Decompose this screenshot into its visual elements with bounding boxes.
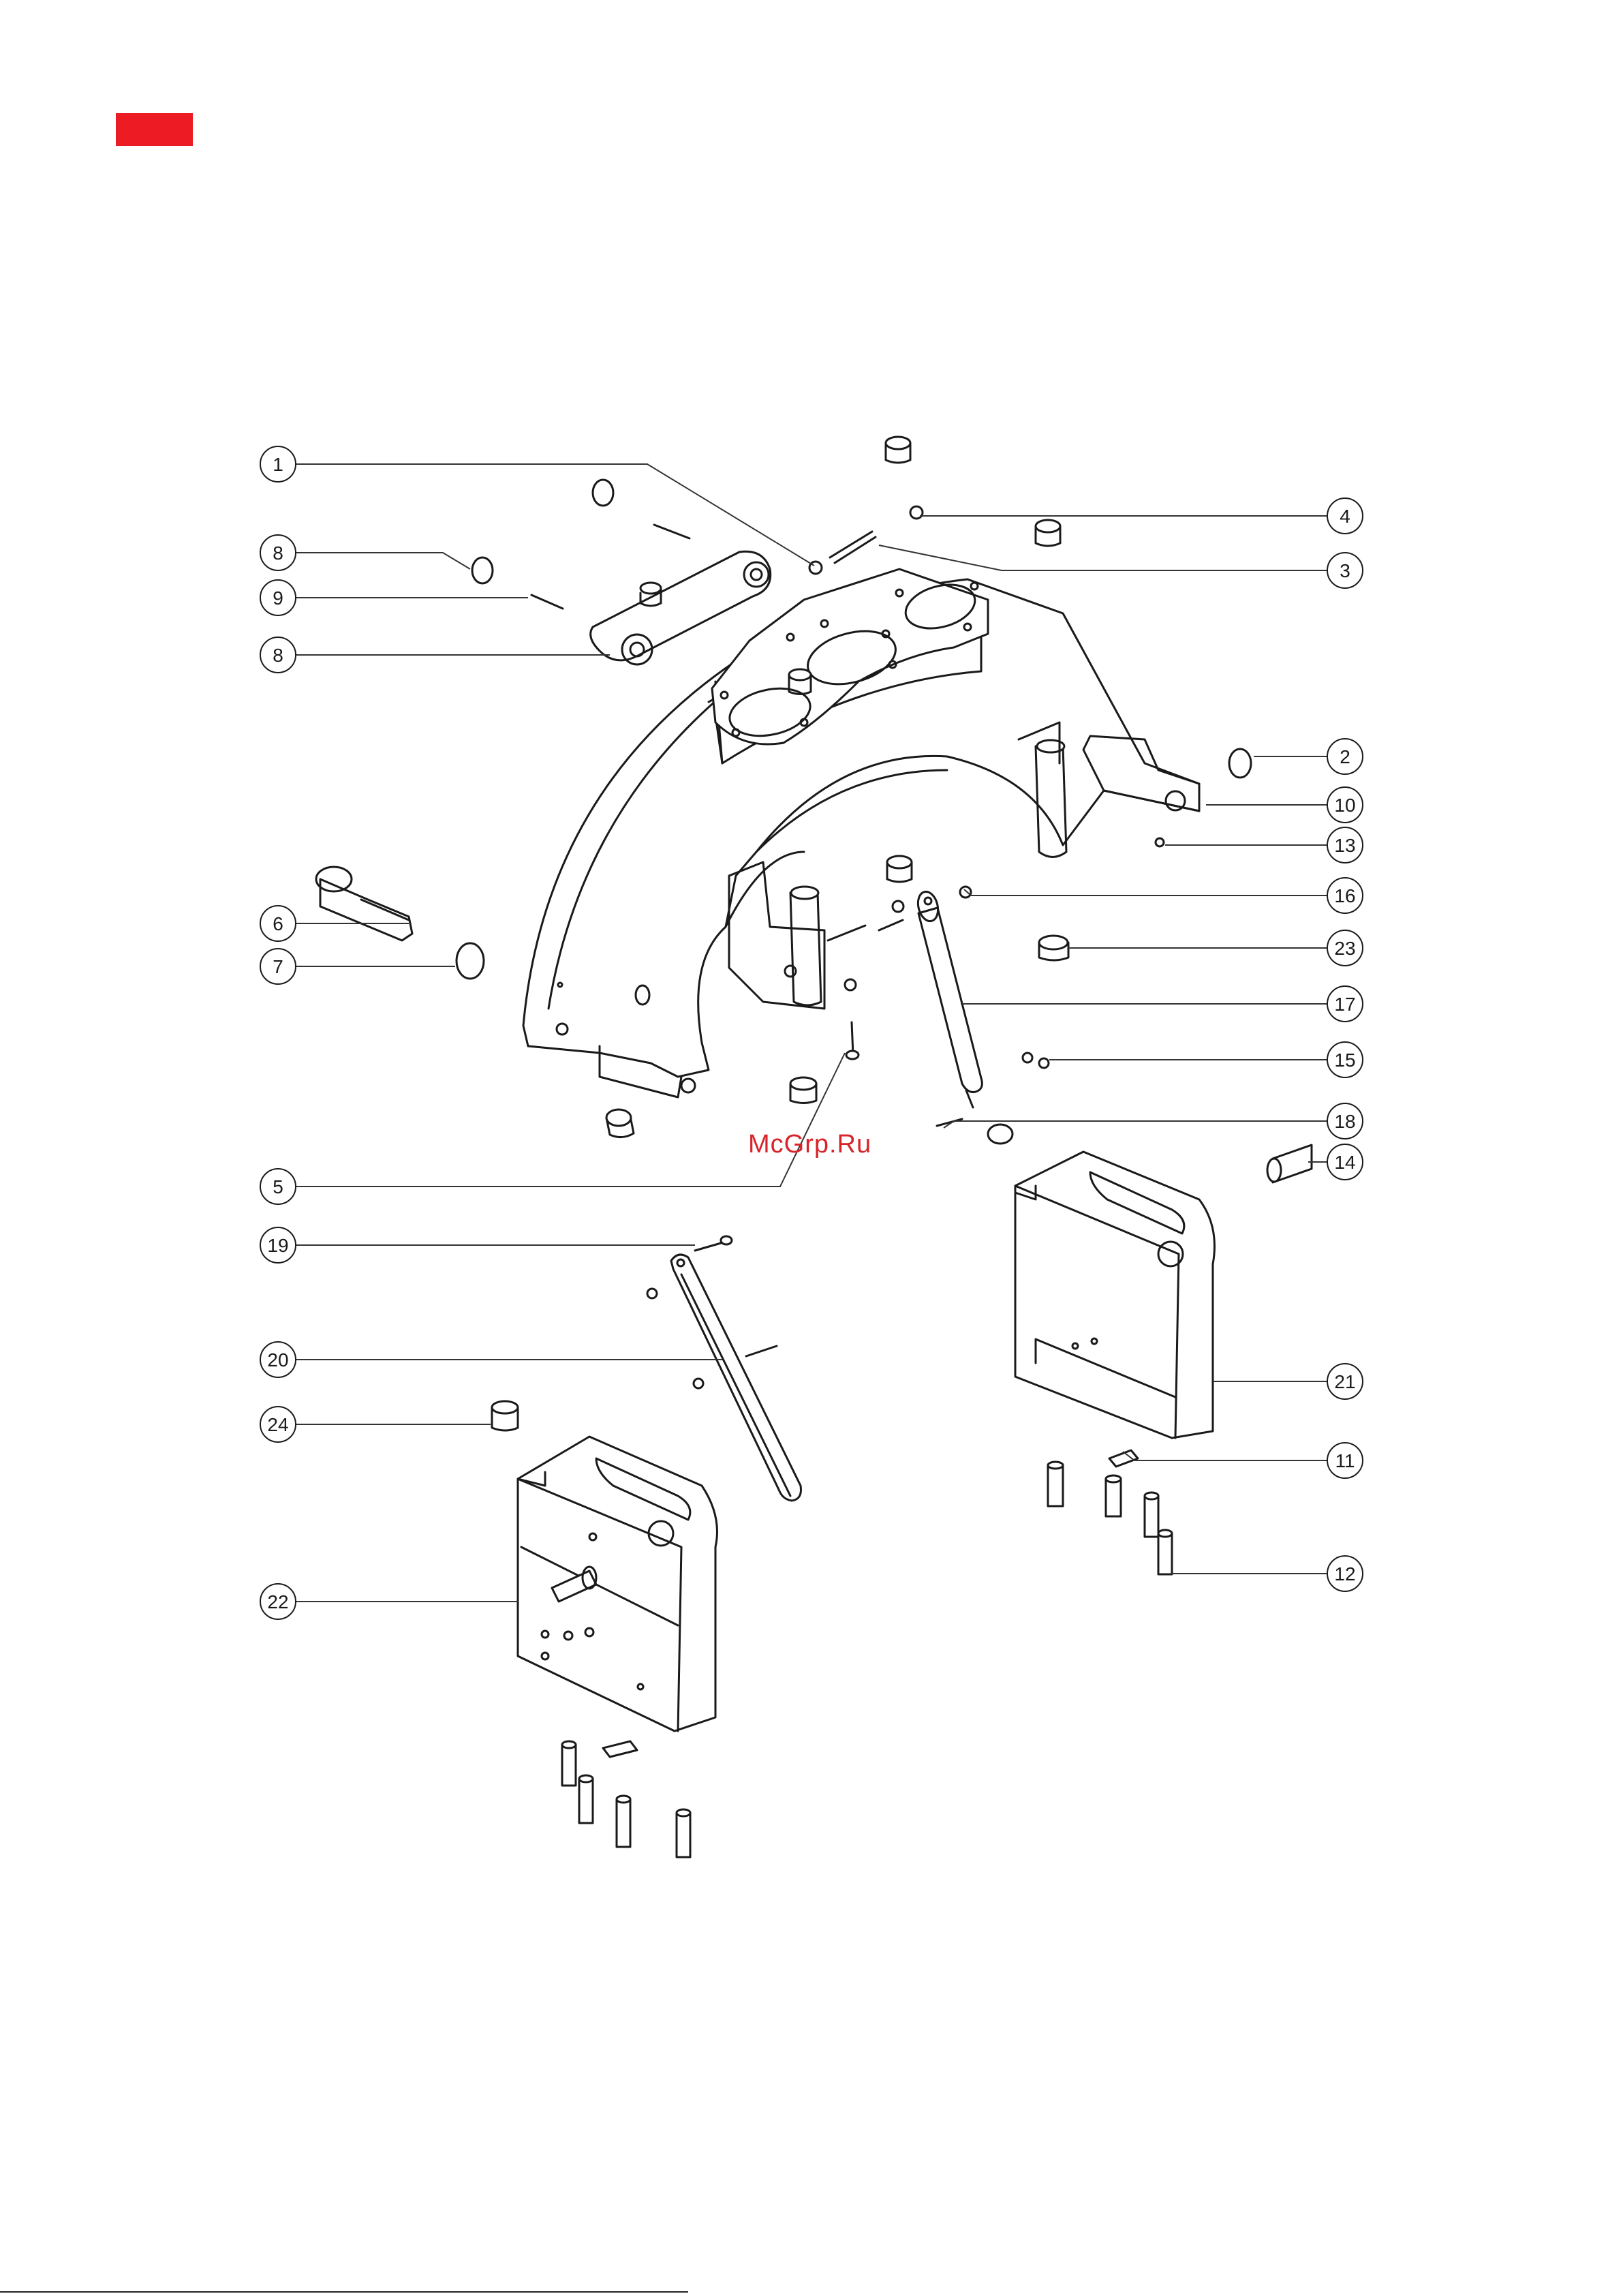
callout-20: 20 [260,1342,722,1377]
callout-14: 14 [1308,1144,1363,1180]
callout-number: 4 [1340,506,1350,527]
callout-number: 3 [1340,560,1350,581]
callout-number: 6 [273,913,283,934]
callout-number: 21 [1334,1371,1355,1392]
watermark-text: McGrp.Ru [748,1130,871,1159]
callout-number: 10 [1334,795,1355,816]
callout-number: 9 [273,587,283,609]
callout-number: 20 [267,1349,288,1371]
callout-number: 7 [273,956,283,977]
callout-number: 24 [267,1414,288,1435]
callout-number: 1 [273,454,283,475]
callout-16: 16 [964,878,1363,913]
leader-line [964,889,1327,896]
leader-line [296,464,814,566]
leader-line [296,1053,845,1187]
callout-19: 19 [260,1227,695,1263]
callout-9: 9 [260,580,528,615]
callout-8: 8 [260,535,470,570]
callout-13: 13 [1165,827,1363,863]
callout-10: 10 [1206,787,1363,823]
callout-24: 24 [260,1407,491,1442]
leader-line [296,553,470,569]
callout-number: 8 [273,542,283,564]
hub-assembly [316,867,412,940]
callout-number: 16 [1334,885,1355,906]
footer-rule [0,2291,688,2293]
callout-number: 15 [1334,1050,1355,1071]
weight-block-lower [518,1437,717,1731]
callout-number: 23 [1334,938,1355,959]
callout-11: 11 [1123,1443,1363,1478]
callout-number: 5 [273,1176,283,1197]
callout-5: 5 [260,1053,845,1204]
callout-number: 11 [1335,1450,1355,1471]
callout-number: 14 [1334,1152,1355,1173]
callout-1: 1 [260,446,814,566]
callout-2: 2 [1254,739,1363,774]
callout-number: 8 [273,645,283,666]
callout-number: 12 [1334,1563,1355,1585]
callout-number: 13 [1334,835,1355,856]
callout-number: 18 [1334,1111,1355,1132]
callout-8: 8 [260,637,610,673]
leader-line [1123,1452,1327,1460]
callout-4: 4 [920,498,1363,534]
adjustment-strap [671,1255,801,1501]
callout-number: 17 [1334,994,1355,1015]
weight-block-upper [1015,1152,1215,1438]
gas-spring [915,889,982,1107]
callout-22: 22 [260,1584,518,1619]
callout-12: 12 [1171,1556,1363,1591]
callout-17: 17 [961,986,1363,1022]
callout-7: 7 [260,949,455,984]
callout-15: 15 [1049,1042,1363,1077]
callout-number: 2 [1340,746,1350,767]
callout-21: 21 [1213,1364,1363,1399]
callout-number: 22 [267,1591,288,1612]
leader-line [879,545,1327,570]
callout-23: 23 [1068,930,1363,966]
callout-number: 19 [267,1235,288,1256]
